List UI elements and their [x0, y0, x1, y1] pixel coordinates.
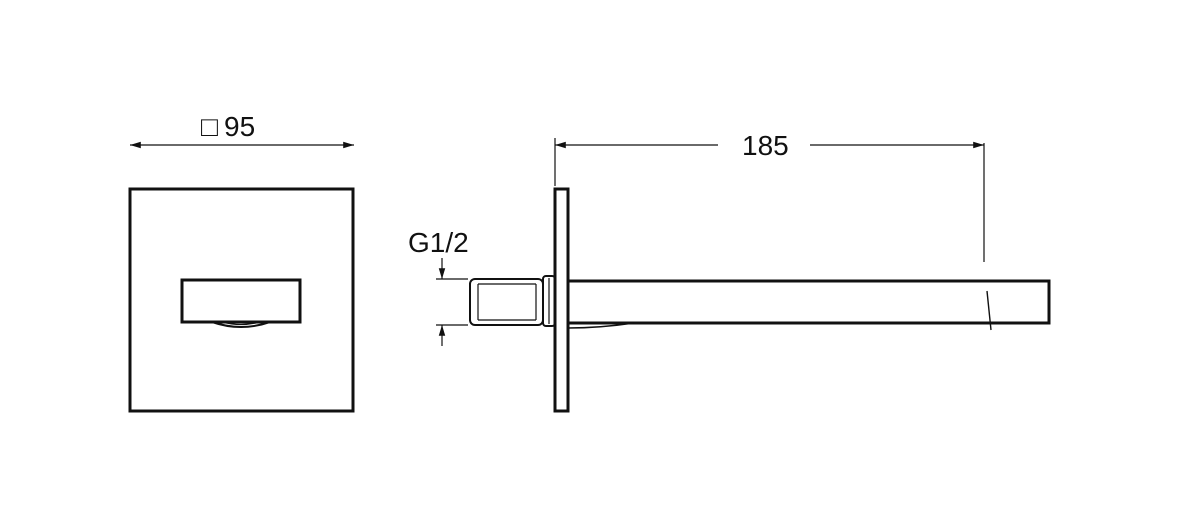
front-view: □ 95: [128, 111, 355, 413]
width-dimension-value: 95: [224, 111, 255, 142]
front-spout-outlet: [180, 278, 302, 324]
side-spout-break-line: [986, 290, 992, 331]
side-spout-body: [568, 279, 1051, 325]
front-outlet-curve: [211, 321, 271, 328]
connector-thread: [469, 278, 544, 326]
front-outlet-curve-inner: [221, 321, 261, 326]
width-dimension-symbol: □: [201, 111, 218, 142]
front-plate: [128, 187, 355, 413]
side-wall-plate: [553, 187, 570, 413]
side-outlet-curve: [567, 322, 635, 329]
length-dimension-value: 185: [742, 130, 789, 161]
side-view: 185 G1/2: [408, 130, 1051, 413]
thread-label: G1/2: [408, 227, 469, 258]
threaded-connector: [469, 275, 556, 327]
